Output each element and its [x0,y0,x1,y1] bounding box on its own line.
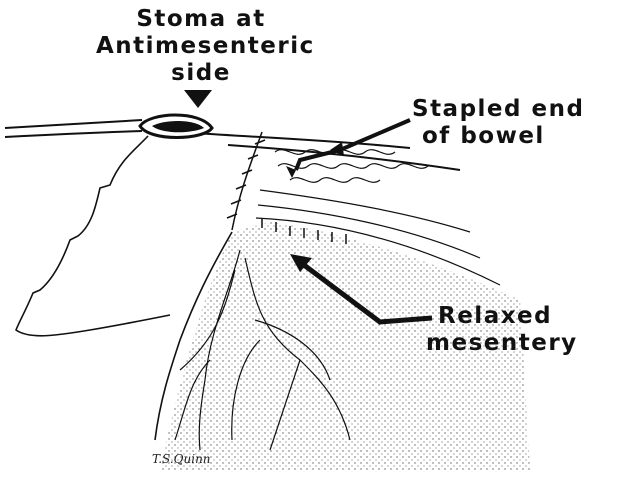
label-stoma-line1: Stoma at [96,6,306,33]
label-relaxed-line1: Relaxed [438,303,578,330]
label-stapled-line1: Stapled end [412,96,584,123]
stapled-arrow-icon [286,120,410,178]
artist-signature: T.S.Quinn [152,452,211,466]
label-relaxed-line2: mesentery [426,330,578,357]
label-stoma-line3: side [96,60,306,87]
stoma-opening [140,115,212,138]
label-stapled-line2: of bowel [412,123,584,150]
label-stoma-line2: Antimesenteric [96,33,306,60]
stoma-arrow-icon [184,90,212,108]
label-stoma: Stoma at Antimesenteric side [96,6,306,87]
label-stapled-end: Stapled end of bowel [412,96,584,150]
label-relaxed-mesentery: Relaxed mesentery [438,303,578,357]
bowel-serrated-edge [16,136,170,336]
